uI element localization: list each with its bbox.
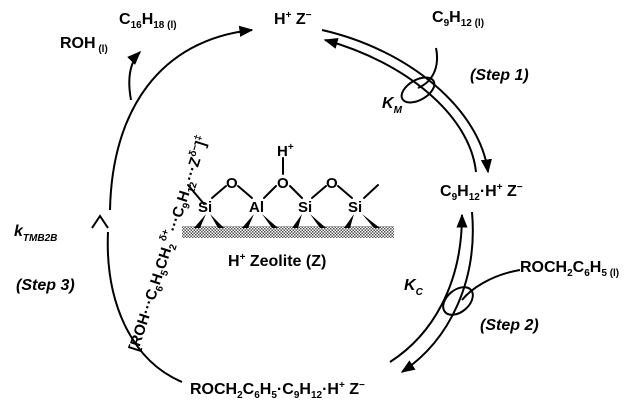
atom-si-3: Si (348, 199, 362, 216)
bond-al-o2 (263, 185, 277, 199)
bond-si1-methyl (187, 184, 205, 205)
species-roh-product: ROH (l) (60, 35, 108, 55)
wedge-si3-right (362, 214, 380, 228)
step2-ellipse (442, 286, 474, 316)
species-h-z-top: H+ Z− (274, 10, 312, 28)
c9h12-feed-line (417, 47, 438, 89)
label-km: KM (382, 95, 403, 116)
bond-si2-o3 (311, 185, 327, 199)
wedge-si3-left (344, 214, 354, 228)
atom-o-2: O (277, 175, 289, 192)
label-ktmb2b: kTMB2B (14, 223, 57, 244)
atom-o-3: O (326, 175, 338, 192)
step1-ellipse (400, 76, 436, 104)
product-branch (127, 51, 141, 101)
arc-step2-forward (400, 211, 474, 373)
roch2c6h5-feed-line (461, 269, 521, 301)
species-c16h18: C16H18 (l) (119, 11, 177, 31)
bond-o2-si2 (289, 185, 303, 199)
label-step2: (Step 2) (480, 317, 539, 334)
species-roch2c6h5-feed: ROCH2C6H5 (l) (520, 259, 619, 279)
species-coadsorbed: ROCH2C6H5·C9H12·H+ Z− (190, 380, 365, 401)
atom-o-1: O (226, 175, 238, 192)
label-step1: (Step 1) (470, 67, 529, 84)
wedge-si1-left (194, 214, 206, 228)
label-step3: (Step 3) (16, 277, 75, 294)
atom-si-2: Si (298, 199, 312, 216)
bond-si3-methyl (363, 184, 379, 199)
ktmb2b-barrier-mark (91, 214, 109, 229)
bond-o1-al (237, 185, 253, 199)
zeolite-structure: Si O Al O Si O Si H+ H+ Zeolite (Z) (182, 142, 394, 270)
species-transition-state: [ROH···C6H5CH2δ+···C9H12···Zδ−]‡ (123, 133, 214, 354)
arc-step2-reverse (389, 213, 468, 363)
wedge-si1-right (210, 214, 224, 228)
zeolite-surface (182, 226, 394, 238)
bond-o3-si3 (337, 185, 353, 199)
atom-al: Al (249, 199, 264, 216)
species-adsorbed-c9h12: C9H12·H+ Z− (440, 182, 523, 203)
arc-step1-reverse (323, 37, 477, 173)
bond-si1-o1 (211, 185, 227, 199)
wedge-al-left (242, 214, 254, 228)
arc-step3-to-top (109, 25, 254, 211)
zeolite-caption: H+ Zeolite (Z) (228, 252, 326, 270)
label-kc: KC (404, 277, 424, 298)
atom-h-proton: H+ (277, 142, 294, 160)
species-c9h12-feed: C9H12 (l) (432, 9, 484, 29)
arc-coadsorbed-to-ts (106, 231, 183, 383)
atom-si-1: Si (198, 199, 212, 216)
wedge-si2-left (292, 214, 302, 228)
wedge-si2-right (310, 214, 326, 228)
wedge-al-right (262, 214, 278, 228)
